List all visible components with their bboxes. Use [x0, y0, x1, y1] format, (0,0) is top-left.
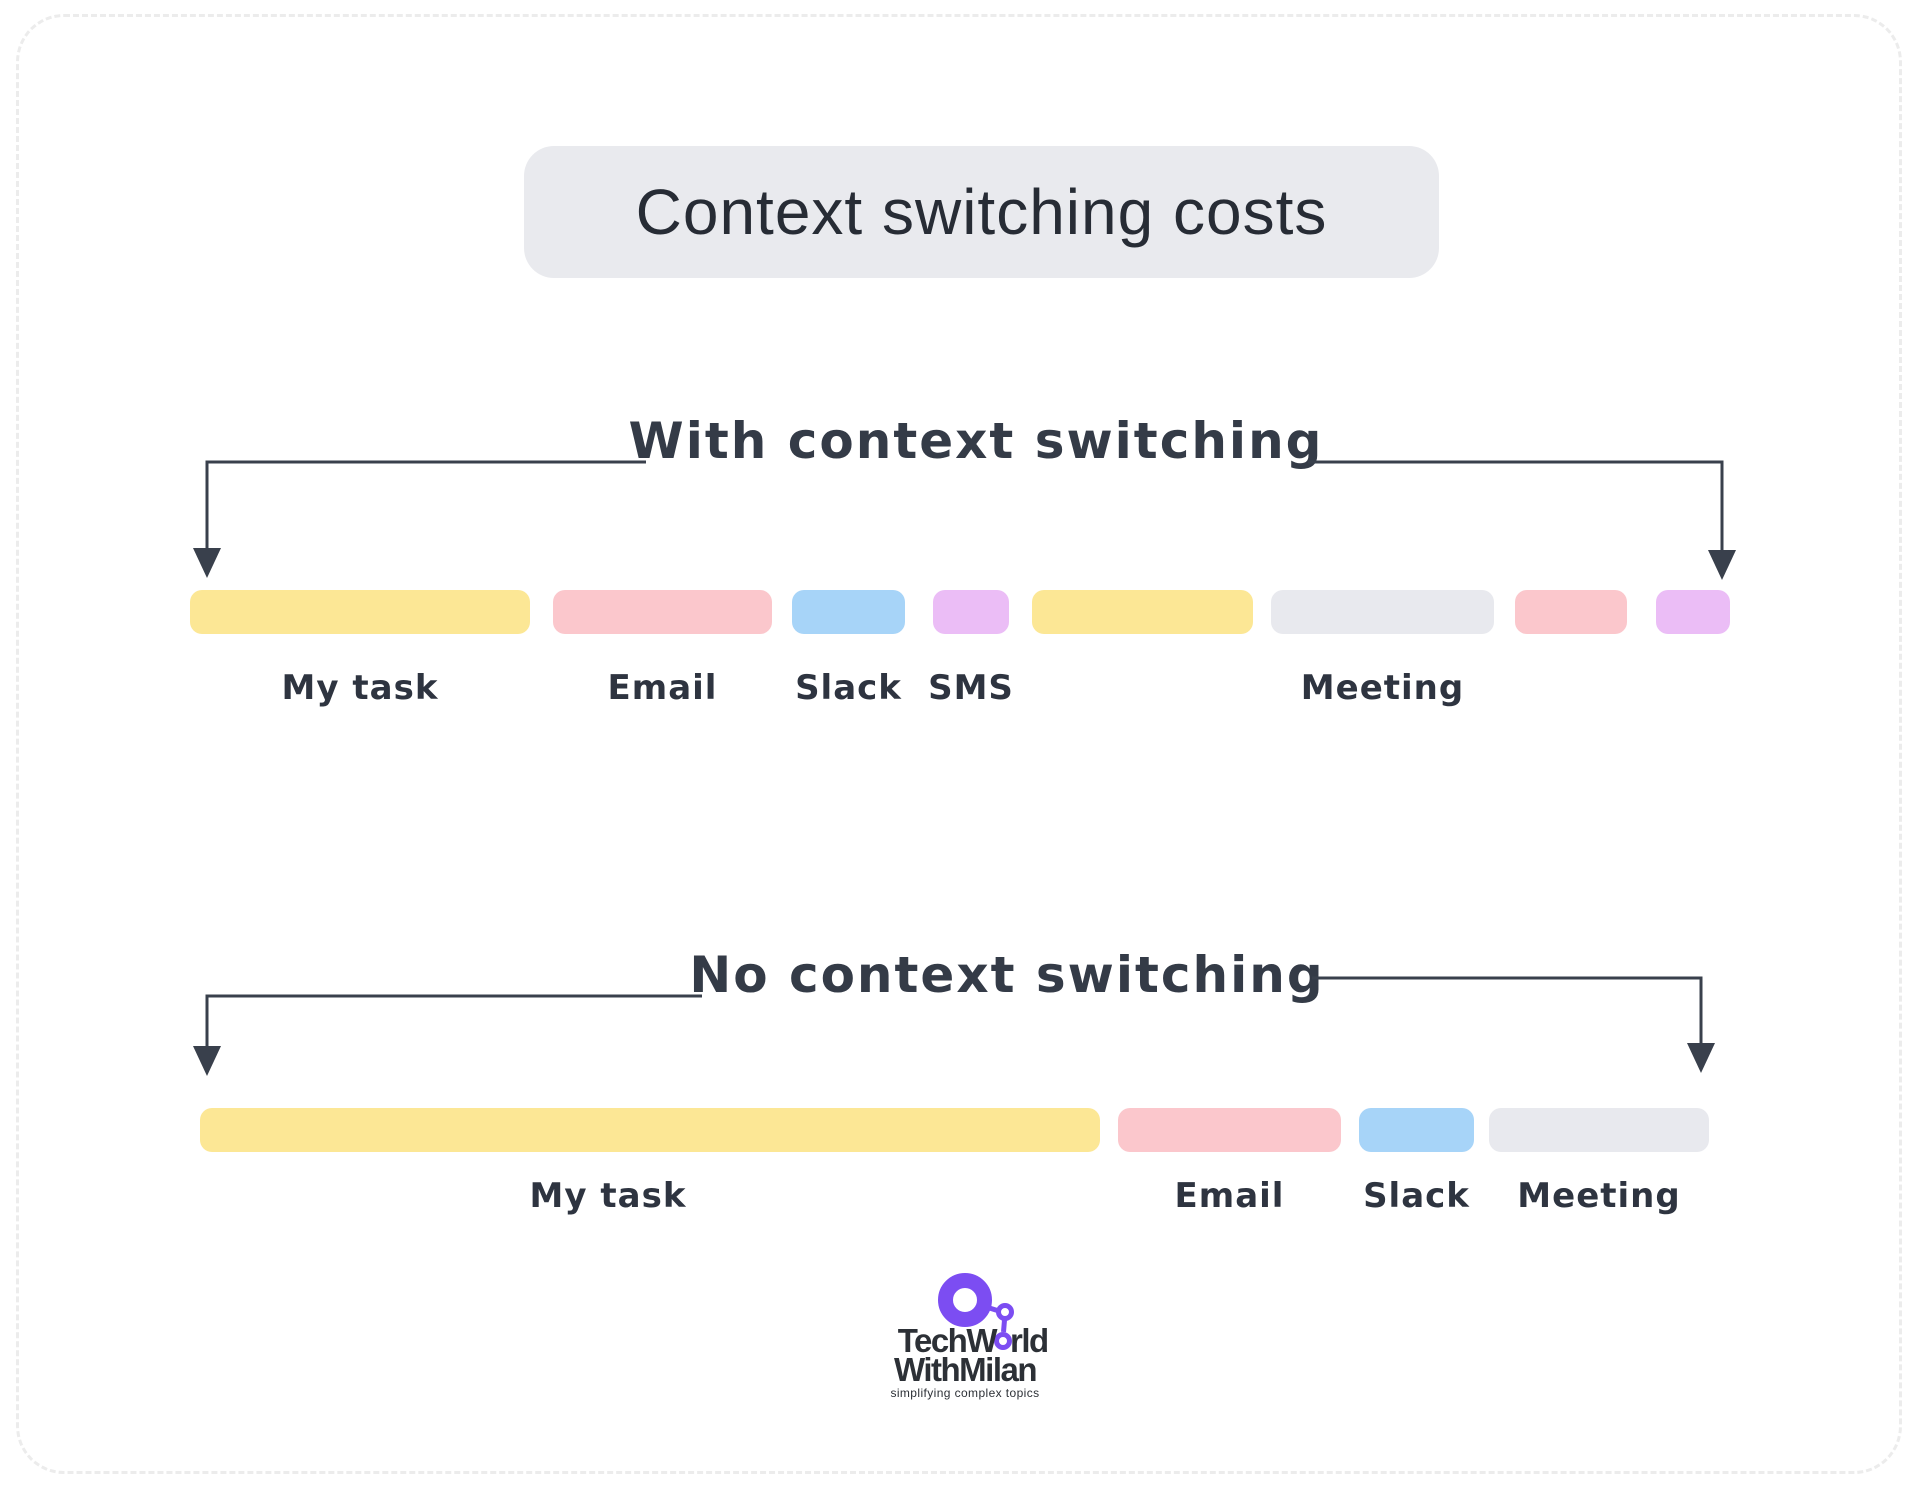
segment-label: Slack — [795, 668, 902, 708]
techworld-logo: TechW rld WithMilan simplifying complex … — [890, 1273, 1049, 1400]
segment-label: Meeting — [1300, 668, 1465, 708]
timeline-segment-task — [200, 1108, 1100, 1152]
arrowhead-down-icon — [193, 548, 221, 578]
timeline-segment-slack — [1359, 1108, 1474, 1152]
logo-tagline: simplifying complex topics — [890, 1386, 1039, 1400]
arrow-with-right — [1308, 460, 1724, 550]
section-title-with-context-switching: With context switching — [628, 412, 1324, 470]
timeline-segment-email — [1515, 590, 1627, 634]
logo: TechW rld WithMilan simplifying complex … — [860, 1270, 1070, 1410]
logo-text-withmilan: WithMilan — [894, 1351, 1036, 1388]
page-title: Context switching costs — [635, 176, 1328, 248]
timeline-segment-sms — [1656, 590, 1730, 634]
segment-label: Email — [1174, 1176, 1285, 1216]
logo-text-rld: rld — [1010, 1322, 1048, 1359]
segment-label: My task — [281, 668, 439, 708]
logo-text-techw: TechW — [898, 1322, 999, 1359]
segment-label: Slack — [1363, 1176, 1470, 1216]
arrowhead-down-icon — [1687, 1043, 1715, 1073]
arrow-no-right — [1312, 976, 1703, 1043]
arrowhead-down-icon — [1708, 550, 1736, 580]
title-pill: Context switching costs — [524, 146, 1439, 278]
molecule-icon — [938, 1273, 1014, 1350]
arrowhead-down-icon — [193, 1046, 221, 1076]
segment-label: Meeting — [1517, 1176, 1681, 1216]
timeline-segment-email — [553, 590, 772, 634]
section-title-no-context-switching: No context switching — [689, 946, 1325, 1004]
timeline-segment-task — [190, 590, 530, 634]
timeline-segment-task — [1032, 590, 1253, 634]
timeline-segment-slack — [792, 590, 905, 634]
segment-label: SMS — [928, 668, 1014, 708]
arrow-no-left — [205, 994, 702, 1046]
segment-label: Email — [607, 668, 718, 708]
timeline-segment-meeting — [1489, 1108, 1709, 1152]
segment-label: My task — [529, 1176, 687, 1216]
arrow-with-left — [205, 460, 646, 548]
timeline-segment-email — [1118, 1108, 1341, 1152]
timeline-segment-meeting — [1271, 590, 1494, 634]
timeline-segment-sms — [933, 590, 1009, 634]
